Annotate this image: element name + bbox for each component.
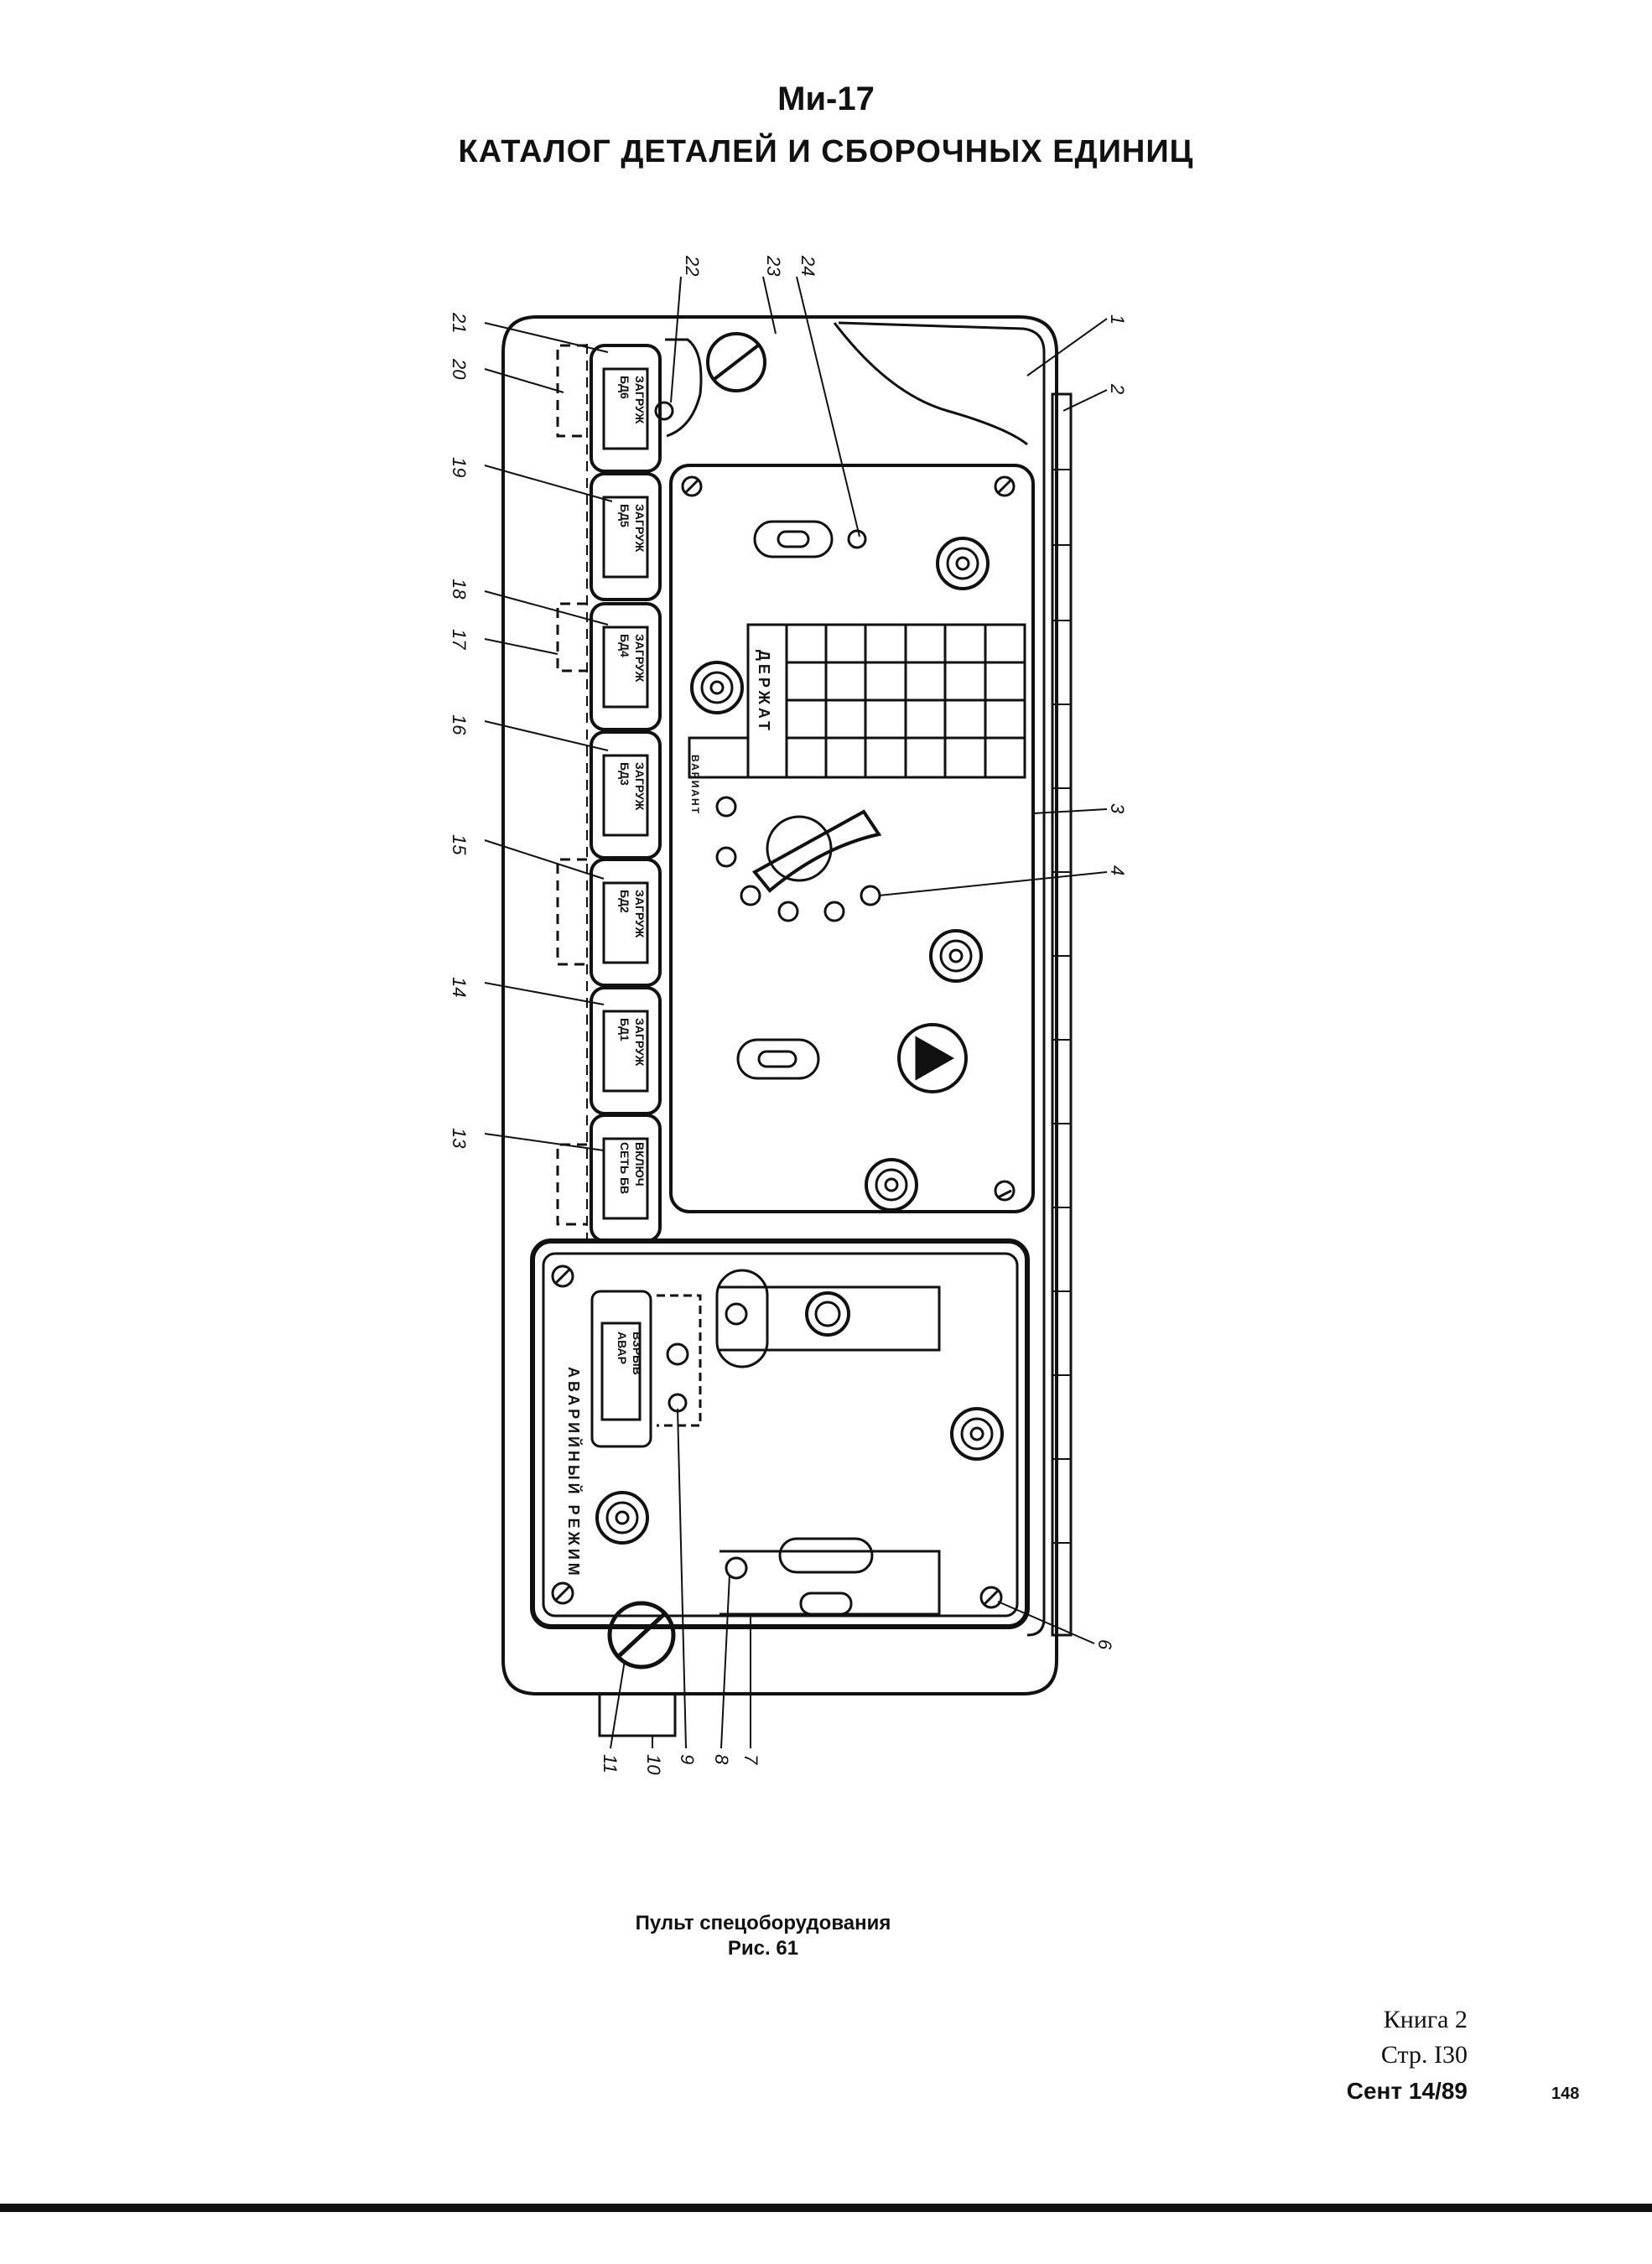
callout-14: 14 (449, 977, 470, 997)
callout-16: 16 (449, 714, 470, 735)
document-subtitle: КАТАЛОГ ДЕТАЛЕЙ И СБОРОЧНЫХ ЕДИНИЦ (458, 134, 1194, 169)
callout-22: 22 (682, 255, 703, 276)
switch-network-line1: СЕТЬ БВ (618, 1142, 631, 1194)
callout-23: 23 (763, 255, 784, 277)
callout-1: 1 (1107, 314, 1128, 325)
switch-bd4-line1: БД4 (618, 634, 631, 657)
switch-bd4-line2: ЗАГРУЖ (633, 634, 647, 683)
callout-8: 8 (711, 1754, 732, 1765)
callout-2: 2 (1107, 383, 1128, 394)
callout-19: 19 (449, 457, 470, 477)
callout-24: 24 (797, 255, 818, 276)
switch-bd3-line2: ЗАГРУЖ (633, 762, 647, 811)
figure-caption: Пульт спецоборудования (635, 1912, 891, 1934)
emergency-switch-line1: АВАР (616, 1332, 629, 1364)
callout-9: 9 (677, 1754, 698, 1764)
table-label-holder: ДЕРЖАТ (756, 650, 772, 734)
callout-20: 20 (449, 358, 470, 380)
document-title: Ми-17 (777, 80, 875, 117)
callout-4: 4 (1107, 865, 1128, 875)
sheet-number: 148 (1551, 2085, 1580, 2103)
switch-bd2-line1: БД2 (618, 890, 631, 913)
footer-book: Книга 2 (1383, 2006, 1468, 2033)
emergency-mode-label: АВАРИЙНЫЙ РЕЖИМ (565, 1367, 583, 1579)
callout-3: 3 (1107, 803, 1128, 814)
callout-15: 15 (449, 834, 470, 855)
callout-10: 10 (643, 1754, 664, 1775)
footer-page: Стр. I30 (1380, 2041, 1468, 2069)
switch-bd1-line1: БД1 (618, 1018, 631, 1041)
callout-13: 13 (449, 1128, 470, 1149)
switch-bd6-line2: ЗАГРУЖ (633, 376, 647, 424)
switch-bd3-line1: БД3 (618, 762, 631, 786)
callout-21: 21 (449, 312, 470, 333)
callout-11: 11 (600, 1754, 621, 1773)
switch-bd5-line2: ЗАГРУЖ (633, 504, 647, 553)
footer-date: Сент 14/89 (1346, 2078, 1468, 2104)
table-label-variant: ВАРИАНТ (689, 755, 701, 815)
callout-6: 6 (1094, 1639, 1115, 1650)
figure-number: Рис. 61 (727, 1937, 799, 1960)
emergency-switch-line2: ВЗРЫВ (631, 1332, 644, 1375)
callout-7: 7 (740, 1754, 761, 1765)
switch-bd5-line1: БД5 (618, 504, 631, 527)
bottom-rule (0, 2204, 1652, 2212)
switch-network-line2: ВКЛЮЧ (633, 1142, 647, 1187)
callout-17: 17 (449, 629, 470, 650)
callout-18: 18 (449, 579, 470, 600)
switch-bd6-line1: БД6 (618, 376, 631, 399)
switch-bd1-line2: ЗАГРУЖ (633, 1018, 647, 1067)
switch-bd2-line2: ЗАГРУЖ (633, 890, 647, 938)
